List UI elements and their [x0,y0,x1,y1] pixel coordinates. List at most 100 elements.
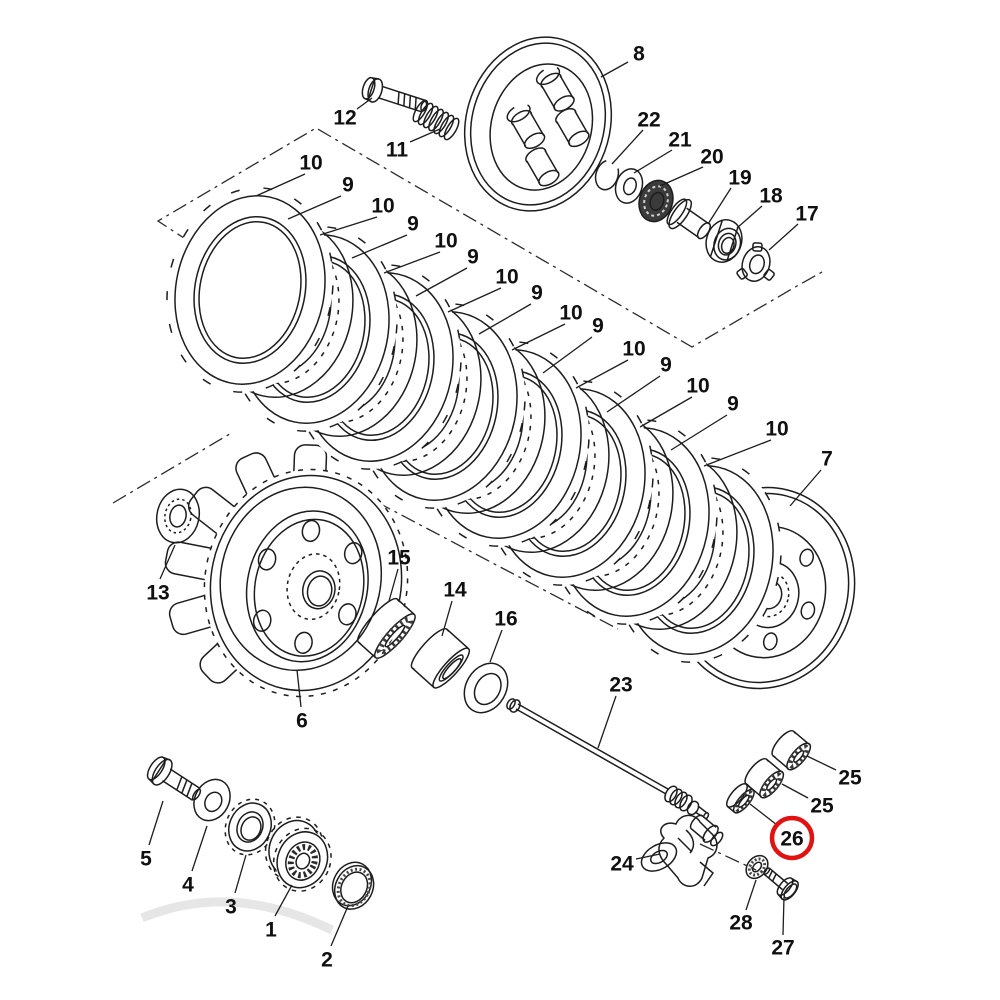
leader-line-23 [597,695,617,749]
part-number-13: 13 [146,582,169,605]
part-number-1: 1 [265,919,277,942]
part-number-21: 21 [668,129,692,152]
spring-11 [412,99,460,141]
part-number-26: 26 [780,828,803,851]
leader-line-9 [670,414,728,451]
rod-spring [664,785,693,812]
part-number-17: 17 [795,203,818,226]
leader-line-10 [255,173,306,197]
part-number-10: 10 [765,418,788,441]
part-number-3: 3 [225,896,237,919]
circlip-22 [594,159,620,191]
leader-line-7 [789,469,822,507]
part-number-22: 22 [637,109,660,132]
pusher-19 [666,198,712,240]
leader-line-9 [606,375,661,413]
part-number-28: 28 [729,912,753,935]
leader-line-10 [383,251,441,274]
part-number-9: 9 [660,354,672,377]
nut-18 [705,219,743,263]
leader-line-13 [159,544,176,580]
part-number-9: 9 [727,393,739,416]
leader-line-15 [388,568,399,602]
leader-line-26 [749,803,778,826]
leader-line-17 [768,223,799,251]
watermark [140,897,334,935]
basket-holes [252,519,363,654]
leader-line-9 [478,303,532,335]
leader-line-25 [806,755,837,771]
leader-line-20 [659,166,704,187]
leader-line-11 [409,128,441,143]
part-number-5: 5 [140,848,152,871]
pressure-plate-posts [506,66,590,187]
collar-2 [331,861,375,910]
spacer-14 [410,628,471,689]
leader-line-24 [635,853,661,860]
leader-line-14 [441,600,453,637]
part-number-10: 10 [622,338,645,361]
leader-line-10 [447,287,502,313]
part-number-9: 9 [407,213,419,236]
leader-line-8 [600,61,629,78]
thrust-washer-13 [155,488,201,544]
screw-27 [763,867,799,901]
leader-line-10 [511,323,566,351]
leader-line-6 [296,669,302,708]
push-rod-23 [506,698,710,820]
push-lever-24 [640,814,724,887]
washer-21 [614,168,644,204]
part-number-4: 4 [182,874,194,897]
labels-layer: 1211822212019181710910910910910910910910… [140,43,862,972]
part-number-24: 24 [610,853,634,876]
part-number-12: 12 [333,107,356,130]
leader-line-5 [148,800,164,846]
leader-line-1 [274,884,293,917]
leader-line-9 [287,195,342,220]
part-number-9: 9 [467,246,479,269]
part-number-15: 15 [387,547,411,570]
phantom-lines [112,127,823,871]
part-number-27: 27 [771,937,794,960]
leader-line-22 [611,129,644,165]
part-number-20: 20 [700,146,723,169]
part-number-25: 25 [838,767,862,790]
part-number-9: 9 [342,174,354,197]
part-number-6: 6 [296,710,308,733]
highlight-circle-26 [769,815,815,861]
gear-1 [264,816,332,892]
bolt-12 [361,76,428,113]
part-number-10: 10 [371,195,394,218]
washer-16 [463,662,509,714]
leader-line-3 [234,854,247,894]
part-number-10: 10 [299,152,322,175]
washer-4 [193,778,231,822]
leader-line-19 [707,187,732,225]
part-number-10: 10 [559,302,582,325]
part-number-10: 10 [686,375,709,398]
leader-line-25 [781,783,809,799]
leader-line-21 [633,149,673,174]
part-number-19: 19 [728,167,751,190]
part-number-14: 14 [443,579,467,602]
pressure-plate-8 [463,36,613,212]
leader-line-4 [191,825,208,872]
part-number-9: 9 [592,315,604,338]
leader-line-12 [356,97,373,110]
leader-line-9 [542,336,593,374]
part-number-10: 10 [495,266,518,289]
leader-line-10 [319,216,378,236]
leader-line-10 [575,359,629,389]
leader-line-10 [639,396,693,428]
leader-line-28 [745,879,757,911]
part-number-11: 11 [386,139,409,162]
gear-3 [224,798,276,856]
part-number-7: 7 [821,448,833,471]
part-number-25: 25 [810,795,834,818]
part-number-18: 18 [759,185,783,208]
leader-line-10 [703,439,772,467]
part-number-2: 2 [321,949,333,972]
lock-washer-17 [736,242,775,282]
